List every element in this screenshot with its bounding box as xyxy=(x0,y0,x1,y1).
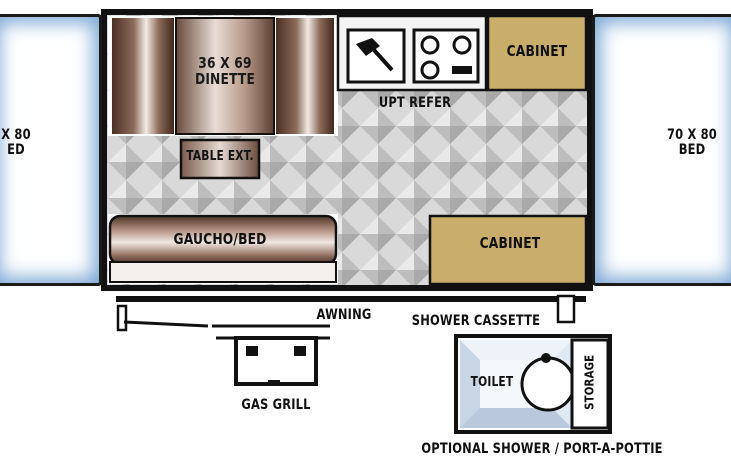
bed-left xyxy=(0,14,102,286)
table-ext-label: TABLE EXT. xyxy=(186,149,254,164)
bed-right-label: 70 X 80 BED xyxy=(667,127,717,158)
awning-leg-left xyxy=(116,304,128,332)
gaucho-base xyxy=(109,261,337,283)
cabinet-top xyxy=(486,14,588,92)
dinette-label: 36 X 69 DINETTE xyxy=(194,54,256,88)
refer-label: UPT REFER xyxy=(378,95,452,111)
faucet-icon xyxy=(356,38,380,56)
table-extension xyxy=(179,138,261,180)
awning-label: AWNING xyxy=(316,307,372,323)
burner-icon xyxy=(452,35,472,55)
shower-cassette-mount xyxy=(556,294,576,324)
storage-cabinet xyxy=(570,338,610,430)
stove-knob-icon xyxy=(452,66,472,74)
bed-right xyxy=(592,14,731,286)
dinette-seat-left xyxy=(112,18,174,134)
toilet-bowl xyxy=(520,356,576,412)
grill-knob-icon xyxy=(268,380,280,386)
storage-label: STORAGE xyxy=(582,354,597,410)
shower-wall-bottom xyxy=(460,408,572,428)
bed-left-label: X 80 ED xyxy=(1,127,31,158)
grill-handle-icon xyxy=(294,346,306,356)
optional-shower-label: OPTIONAL SHOWER / PORT-A-POTTIE xyxy=(421,441,663,457)
trailer-outline xyxy=(101,9,593,291)
toilet-label: TOILET xyxy=(470,375,514,390)
dinette-table xyxy=(175,17,275,135)
gas-grill-label: GAS GRILL xyxy=(241,397,311,413)
awning-arm xyxy=(123,320,209,328)
cabinet-bottom xyxy=(428,214,588,286)
gaucho-label: GAUCHO/BED xyxy=(173,230,267,248)
sink xyxy=(346,28,406,84)
shower-cassette-label: SHOWER CASSETTE xyxy=(411,313,541,329)
toilet-handle-icon xyxy=(541,353,551,363)
dinette-seat-right xyxy=(276,18,334,134)
grill-handle-icon xyxy=(246,346,258,356)
cabinet-top-label: CABINET xyxy=(506,42,568,60)
awning-rail xyxy=(116,296,586,302)
burner-icon xyxy=(420,35,440,55)
shower-wall-left xyxy=(460,340,480,428)
burner-icon xyxy=(420,60,440,80)
faucet-spout-icon xyxy=(372,48,394,72)
gas-grill xyxy=(234,336,318,386)
cabinet-bottom-label: CABINET xyxy=(479,234,541,252)
